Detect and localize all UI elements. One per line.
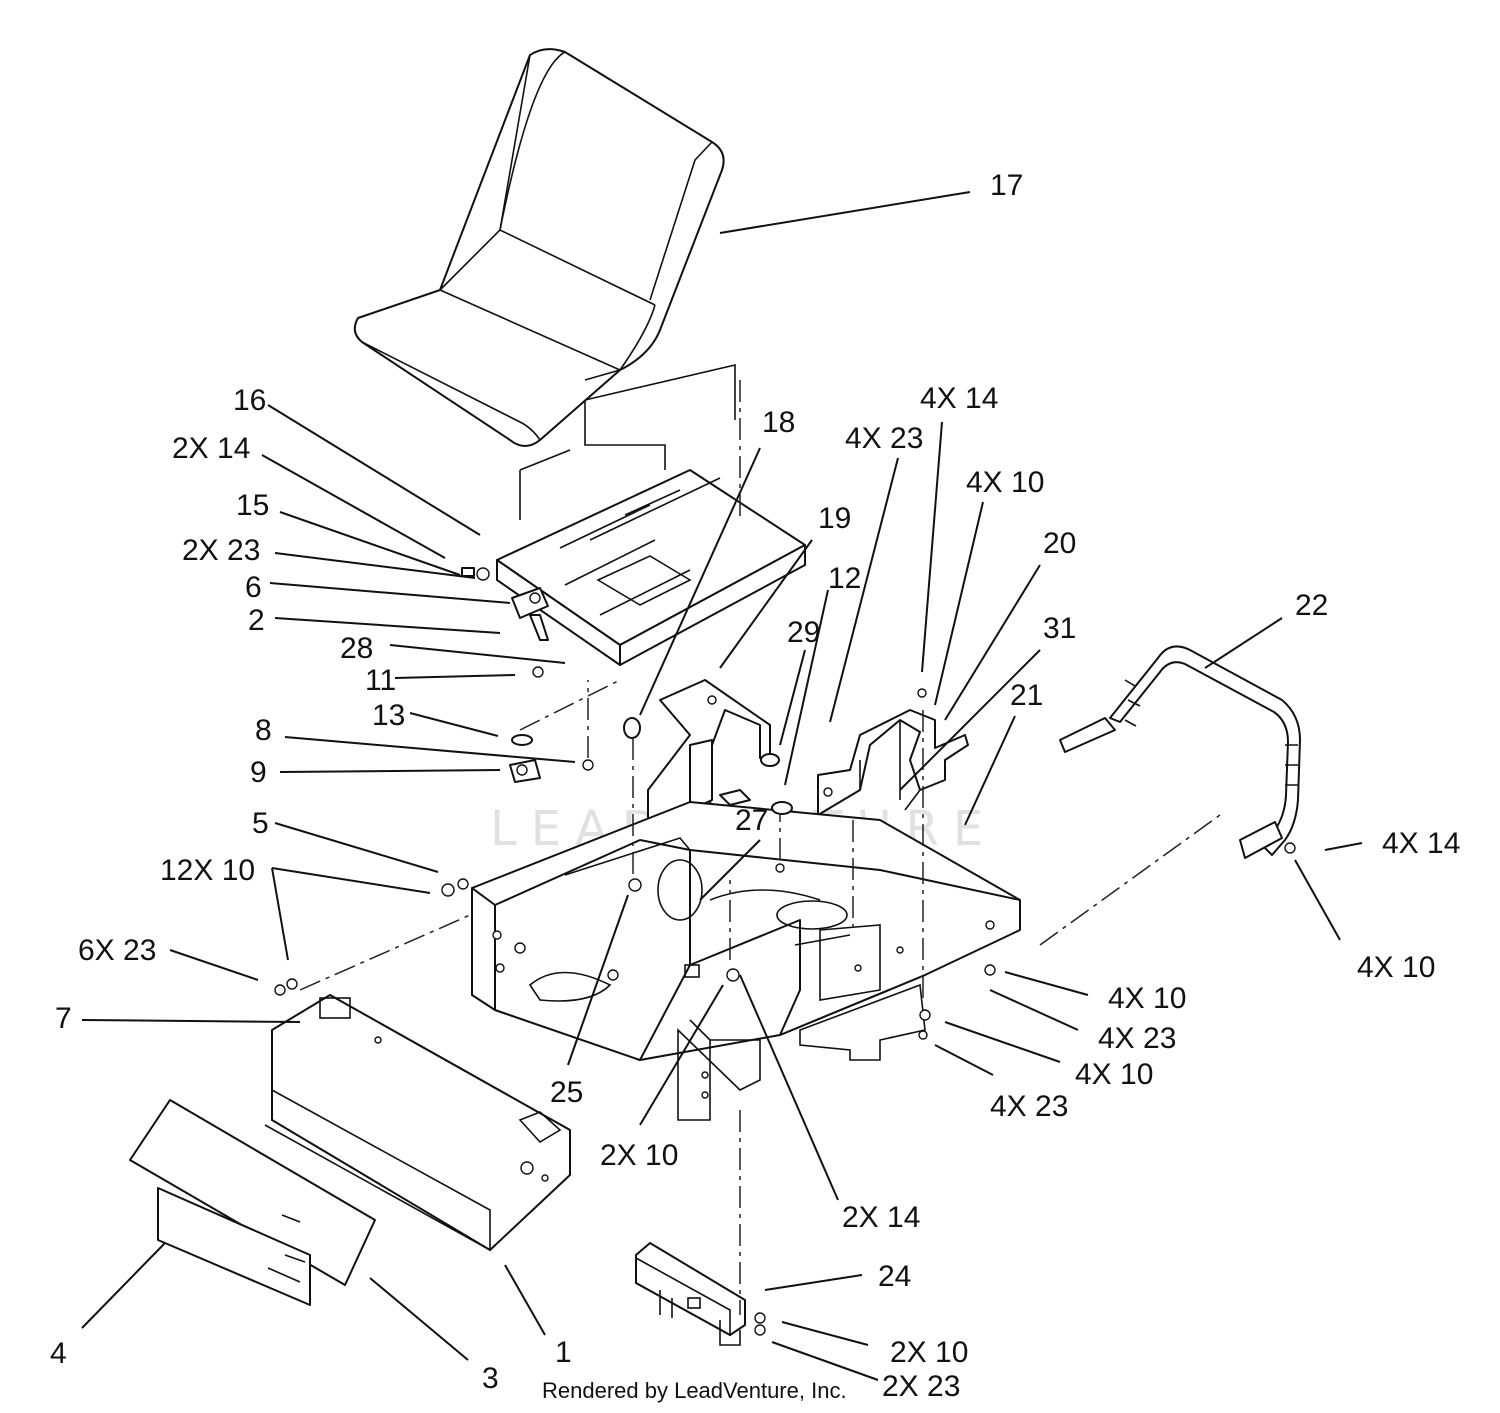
- callout-15: 15: [236, 489, 269, 522]
- callout-1: 1: [555, 1336, 572, 1369]
- callout-12x10: 12X 10: [160, 854, 255, 887]
- callout-12: 12: [828, 562, 861, 595]
- callout-22: 22: [1295, 589, 1328, 622]
- callout-3: 3: [482, 1362, 499, 1395]
- callout-16: 16: [233, 384, 266, 417]
- callout-6x23: 6X 23: [78, 934, 156, 967]
- callout-4x23-bottom-1: 4X 23: [1098, 1022, 1176, 1055]
- callout-4: 4: [50, 1337, 67, 1370]
- seat-mount-bracket: [623, 679, 780, 831]
- callout-4x10-right: 4X 10: [1357, 951, 1435, 984]
- callout-4x10-top: 4X 10: [966, 466, 1044, 499]
- callout-25: 25: [550, 1076, 583, 1109]
- credit-text: Rendered by LeadVenture, Inc.: [542, 1378, 847, 1403]
- callout-2x10-bottom: 2X 10: [890, 1336, 968, 1369]
- callout-labels: 17 16 2X 14 15 2X 23 6 2 28 11 13 8 9 5 …: [50, 169, 1460, 1403]
- callout-2: 2: [248, 604, 265, 637]
- callout-17: 17: [990, 169, 1023, 202]
- callout-2x23-seat: 2X 23: [182, 534, 260, 567]
- main-frame: [471, 801, 1021, 1121]
- decal-panel: [129, 1099, 376, 1306]
- callout-13: 13: [372, 699, 405, 732]
- callout-2x23-bottom: 2X 23: [882, 1370, 960, 1403]
- callout-2x14-seat: 2X 14: [172, 432, 250, 465]
- callout-4x23-top: 4X 23: [845, 422, 923, 455]
- callout-4x10-bottom-1: 4X 10: [1108, 982, 1186, 1015]
- callout-11: 11: [365, 664, 396, 697]
- callout-29: 29: [787, 616, 820, 649]
- callout-20: 20: [1043, 527, 1076, 560]
- callout-31: 31: [1043, 612, 1076, 645]
- callout-8: 8: [255, 714, 272, 747]
- callout-4x23-bottom-2: 4X 23: [990, 1090, 1068, 1123]
- callout-21: 21: [1010, 679, 1043, 712]
- seat-hardware: [461, 567, 594, 783]
- callout-4x10-bottom-2: 4X 10: [1075, 1058, 1153, 1091]
- callout-19: 19: [818, 502, 851, 535]
- leader-lines: [81, 191, 1363, 1381]
- callout-6: 6: [245, 571, 262, 604]
- control-bracket: [635, 1242, 746, 1346]
- front-panel: [264, 994, 571, 1252]
- fender-bracket: [817, 688, 969, 816]
- roll-bar: [1059, 645, 1301, 859]
- callout-18: 18: [762, 406, 795, 439]
- callout-4x14-top: 4X 14: [920, 382, 998, 415]
- callout-4x14-right: 4X 14: [1382, 827, 1460, 860]
- seat-pan: [496, 469, 806, 666]
- callout-24: 24: [878, 1260, 911, 1293]
- projection-lines: [299, 380, 1221, 1315]
- seat-projection-lines: [519, 363, 736, 520]
- callout-2x14-mid: 2X 14: [842, 1201, 920, 1234]
- frame-hardware: [274, 801, 996, 1336]
- callout-7: 7: [55, 1002, 72, 1035]
- callout-28: 28: [340, 632, 373, 665]
- callout-27: 27: [735, 804, 768, 837]
- seat: [353, 48, 725, 447]
- callout-2x10-mid: 2X 10: [600, 1139, 678, 1172]
- callout-9: 9: [250, 756, 267, 789]
- callout-5: 5: [252, 807, 269, 840]
